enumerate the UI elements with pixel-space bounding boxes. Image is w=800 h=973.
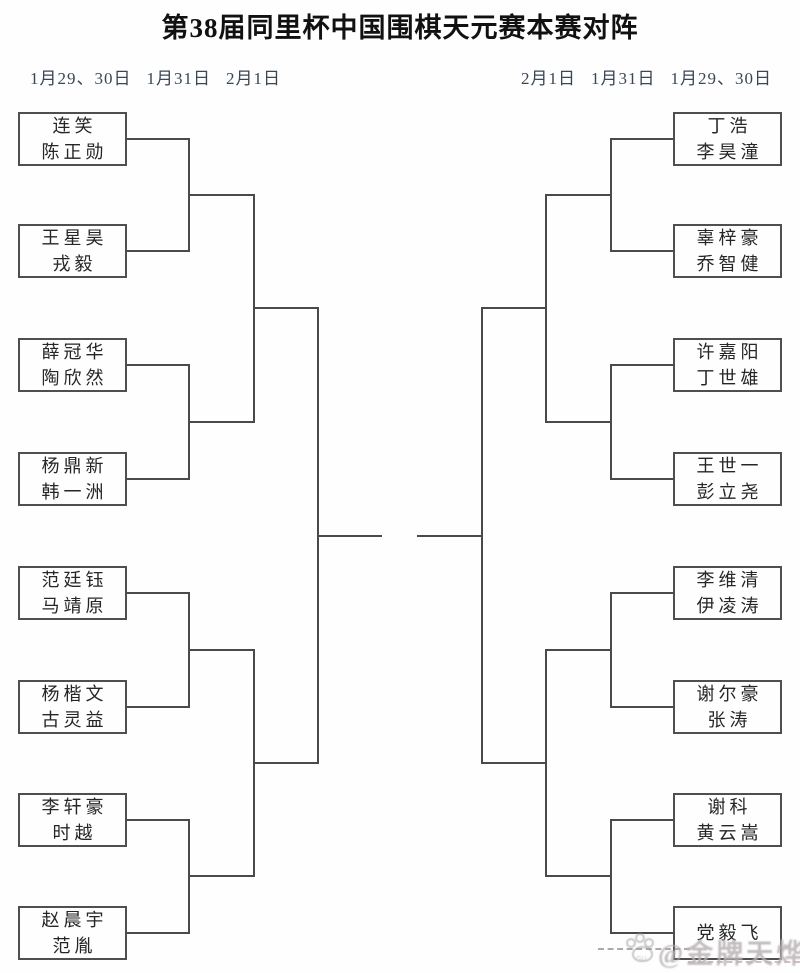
player-name: 黄云嵩 [696, 823, 763, 843]
player-name: 乔智健 [696, 254, 763, 274]
match-box-right-7: 谢科 黄云嵩 [673, 793, 782, 847]
match-box-left-5: 范廷钰 马靖原 [18, 566, 127, 620]
match-box-right-2: 辜梓豪 乔智健 [673, 224, 782, 278]
player-name: 韩一洲 [41, 482, 108, 502]
player-name: 范胤 [52, 936, 97, 956]
player-name: 李轩豪 [41, 797, 108, 817]
player-name: 彭立尧 [696, 482, 763, 502]
match-box-right-5: 李维清 伊凌涛 [673, 566, 782, 620]
player-name: 陶欣然 [41, 368, 108, 388]
player-name: 马靖原 [41, 596, 108, 616]
player-name: 李昊潼 [696, 142, 763, 162]
match-box-left-7: 李轩豪 时越 [18, 793, 127, 847]
player-name: 古灵益 [41, 710, 108, 730]
player-name: 张涛 [707, 710, 752, 730]
player-name: 王星昊 [41, 228, 108, 248]
player-name: 丁世雄 [696, 368, 763, 388]
player-name: 李维清 [696, 570, 763, 590]
player-name: 辜梓豪 [696, 228, 763, 248]
player-name: 谢尔豪 [696, 684, 763, 704]
player-name: 杨鼎新 [41, 456, 108, 476]
match-box-left-8: 赵晨宇 范胤 [18, 906, 127, 960]
player-name: 许嘉阳 [696, 342, 763, 362]
player-name: 伊凌涛 [696, 596, 763, 616]
player-name: 范廷钰 [41, 570, 108, 590]
round-date-label: 2月1日 [521, 69, 576, 88]
match-box-right-6: 谢尔豪 张涛 [673, 680, 782, 734]
round-date-label: 1月29、30日 [670, 69, 772, 88]
match-box-left-4: 杨鼎新 韩一洲 [18, 452, 127, 506]
player-name: 谢科 [707, 797, 752, 817]
player-name: 党毅飞 [696, 923, 763, 943]
match-box-right-1: 丁浩 李昊潼 [673, 112, 782, 166]
player-name: 戎毅 [52, 254, 97, 274]
schedule-left: 1月29、30日 1月31日 2月1日 [30, 64, 281, 89]
player-name: 丁浩 [707, 116, 752, 136]
round-date-label: 1月31日 [146, 69, 211, 88]
match-box-left-1: 连笑 陈正勋 [18, 112, 127, 166]
match-box-right-3: 许嘉阳 丁世雄 [673, 338, 782, 392]
match-box-left-6: 杨楷文 古灵益 [18, 680, 127, 734]
match-box-right-8: 党毅飞 [673, 906, 782, 960]
player-name: 赵晨宇 [41, 910, 108, 930]
round-date-label: 2月1日 [226, 69, 281, 88]
player-name: 连笑 [52, 116, 97, 136]
match-box-left-3: 薛冠华 陶欣然 [18, 338, 127, 392]
match-box-right-4: 王世一 彭立尧 [673, 452, 782, 506]
schedule-right: 2月1日 1月31日 1月29、30日 [521, 64, 772, 89]
round-date-label: 1月31日 [591, 69, 656, 88]
player-name: 王世一 [696, 456, 763, 476]
player-name: 时越 [52, 823, 97, 843]
player-name: 杨楷文 [41, 684, 108, 704]
player-name: 薛冠华 [41, 342, 108, 362]
page-title: 第38届同里杯中国围棋天元赛本赛对阵 [161, 13, 639, 43]
player-name: 陈正勋 [41, 142, 108, 162]
match-box-left-2: 王星昊 戎毅 [18, 224, 127, 278]
round-date-label: 1月29、30日 [30, 69, 132, 88]
